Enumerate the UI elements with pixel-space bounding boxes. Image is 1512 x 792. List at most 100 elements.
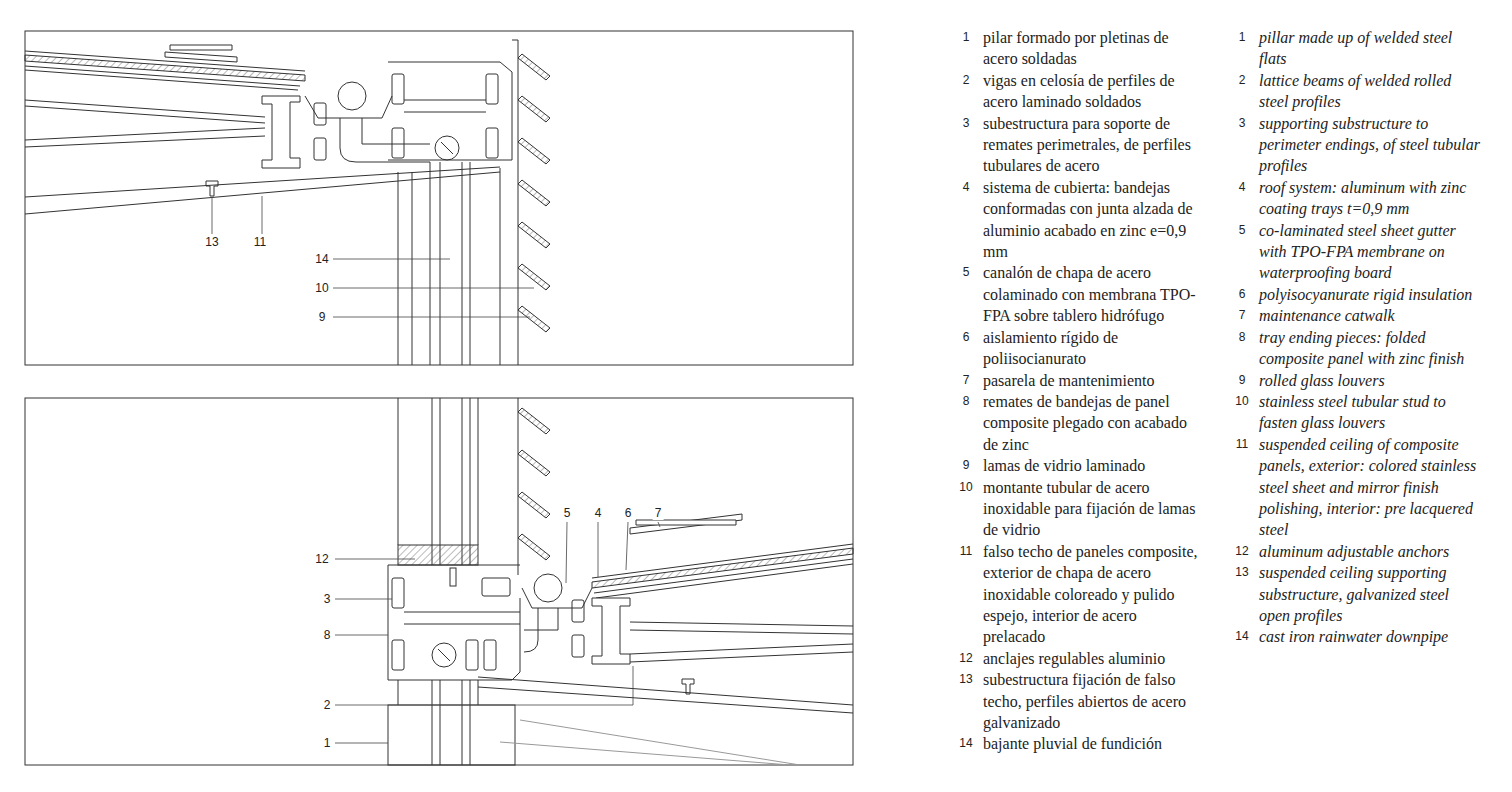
tray-ending-part <box>482 578 510 596</box>
facade-column-part <box>412 172 413 365</box>
perimeter-substructure-part <box>486 128 498 158</box>
key-number: 13 <box>1231 562 1253 583</box>
facade-column-part <box>398 172 399 365</box>
key-number: 4 <box>1231 177 1253 198</box>
key-item: 2vigas en celosía de perfiles de acero l… <box>955 70 1201 113</box>
key-item: 9 lamas de vidrio laminado <box>955 455 1201 476</box>
callout-number: 3 <box>322 592 333 606</box>
glass-louvers-part <box>518 40 519 365</box>
detail-drawing-part <box>25 31 853 765</box>
key-text: co-laminated steel sheet gutter with TPO… <box>1259 220 1481 284</box>
leader-lines-part <box>335 559 415 560</box>
glass-louvers-part <box>518 96 550 122</box>
key-number: 14 <box>955 733 977 754</box>
leader-lines <box>212 196 534 317</box>
steel-column-part <box>398 680 399 705</box>
roof-layers-part <box>25 51 305 71</box>
tray-ending-part <box>404 624 520 625</box>
suspended-ceiling-part <box>478 687 853 713</box>
key-item: 9rolled glass louvers <box>1231 370 1481 391</box>
key-text: cast iron rainwater downpipe <box>1259 626 1481 647</box>
key-number: 1 <box>955 27 977 48</box>
key-number: 10 <box>955 477 977 498</box>
glass-louvers-part <box>512 40 518 41</box>
tray-ending-part <box>388 565 520 680</box>
lattice-beam-part <box>592 598 630 664</box>
key-text: stainless steel tubular stud to fasten g… <box>1259 391 1481 434</box>
callout-number: 8 <box>322 628 333 642</box>
callout-number: 2 <box>322 698 333 712</box>
leader-lines-part <box>658 522 660 527</box>
key-item: 8remates de bandejas de panel composite … <box>955 391 1201 455</box>
steel-column <box>388 398 515 765</box>
facade-column <box>398 162 500 365</box>
lattice-beam-part <box>572 635 584 657</box>
callout-number: 5 <box>562 506 573 520</box>
key-number: 5 <box>1231 220 1253 241</box>
key-text: subestructura fijación de falso techo, p… <box>983 669 1201 733</box>
glass-louvers-part <box>518 450 550 476</box>
suspended-ceiling <box>25 167 500 214</box>
glass-louvers <box>512 40 550 365</box>
key-text: lattice beams of welded rolled steel pro… <box>1259 70 1481 113</box>
key-column-en: 1pillar made up of welded steel flats2la… <box>1231 27 1481 648</box>
key-item: 2lattice beams of welded rolled steel pr… <box>1231 70 1481 113</box>
glass-louvers-part <box>518 492 550 518</box>
callout-number: 1 <box>322 736 333 750</box>
leader-lines-part <box>212 197 213 234</box>
glass-louvers-part <box>518 138 550 164</box>
glass-louvers-part <box>518 398 519 575</box>
tray-ending-part <box>404 612 520 613</box>
roof-layers-part <box>25 70 298 90</box>
lattice-beam-part <box>314 138 326 160</box>
suspended-ceiling-part <box>682 679 694 694</box>
steel-column-part <box>440 398 441 565</box>
perimeter-substructure-part <box>486 74 498 104</box>
glass-louvers-part <box>518 306 550 332</box>
callout-number: 10 <box>313 281 330 295</box>
key-text: polyisocyanurate rigid insulation <box>1259 284 1481 305</box>
roof-layers-part <box>592 544 853 578</box>
key-item: 11falso techo de paneles composite, exte… <box>955 541 1201 648</box>
key-item: 13suspended ceiling supporting substruct… <box>1231 562 1481 626</box>
key-item: 5 co-laminated steel sheet gutter with TP… <box>1231 220 1481 284</box>
callout-number: 7 <box>653 506 664 520</box>
key-item: 3subestructura para soporte de remates p… <box>955 113 1201 177</box>
tray-ending-part <box>392 640 404 670</box>
key-item: 5canalón de chapa de acero colaminado co… <box>955 262 1201 326</box>
key-text: aluminum adjustable anchors <box>1259 541 1481 562</box>
key-item: 6 polyisocyanurate rigid insulation <box>1231 284 1481 305</box>
bottom-panel <box>25 398 853 765</box>
facade-column-part <box>430 162 431 365</box>
glass-louvers-part <box>518 264 550 290</box>
steel-column-part <box>388 705 515 765</box>
key-text: canalón de chapa de acero colaminado con… <box>983 262 1201 326</box>
leader-lines-part <box>333 288 534 289</box>
gutter-part <box>340 118 430 162</box>
leader-lines-part <box>598 522 599 577</box>
steel-column-part <box>398 398 399 545</box>
perimeter-substructure-part <box>392 128 404 158</box>
key-text: lamas de vidrio laminado <box>983 455 1201 476</box>
callout-number: 13 <box>203 235 220 249</box>
roof-layers-part <box>596 564 853 598</box>
lattice-beam-part <box>572 600 584 622</box>
key-number: 11 <box>955 541 977 562</box>
perimeter-substructure-part <box>441 142 453 154</box>
panel-frame <box>25 398 853 765</box>
steel-column-part <box>440 680 441 765</box>
key-item: 12aluminum adjustable anchors <box>1231 541 1481 562</box>
steel-column-part <box>470 680 471 765</box>
key-item: 10stainless steel tubular stud to fasten… <box>1231 391 1481 434</box>
panel-frame <box>25 31 853 365</box>
glass-louvers-part <box>518 222 550 248</box>
key-number: 9 <box>955 455 977 476</box>
key-number: 8 <box>1231 327 1253 348</box>
perimeter-substructure-part <box>388 62 512 160</box>
tray-ending <box>388 565 520 680</box>
tray-ending-part <box>392 578 404 608</box>
key-number: 6 <box>1231 284 1253 305</box>
leader-lines-part <box>335 635 388 636</box>
glass-louvers-part <box>518 180 550 206</box>
gutter-part <box>524 608 558 630</box>
